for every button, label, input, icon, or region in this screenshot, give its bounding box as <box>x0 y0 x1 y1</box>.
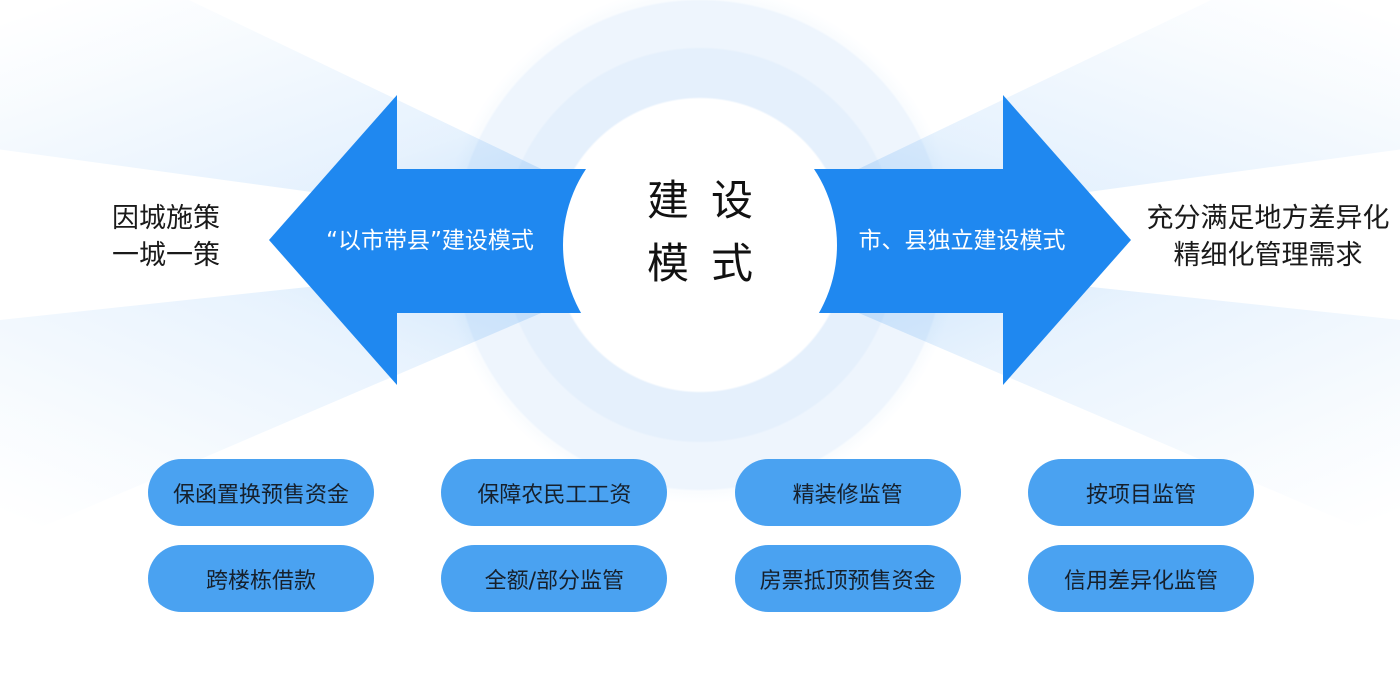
feature-pill-grid: 保函置换预售资金 保障农民工工资 精装修监管 按项目监管 跨楼栋借款 全额/部分… <box>148 459 1254 612</box>
left-arrow-label: “以市带县”建设模式 <box>326 228 534 254</box>
right-arrow-label: 市、县独立建设模式 <box>858 228 1066 254</box>
center-title: 建设 模式 <box>563 169 837 295</box>
left-note-line2: 一城一策 <box>112 240 220 271</box>
feature-pill: 保障农民工工资 <box>441 459 668 526</box>
feature-pill: 全额/部分监管 <box>441 545 668 612</box>
feature-pill: 按项目监管 <box>1027 459 1254 526</box>
left-note-line1: 因城施策 <box>112 203 220 234</box>
right-note-line2: 精细化管理需求 <box>1173 240 1363 271</box>
feature-pill: 保函置换预售资金 <box>148 459 374 526</box>
right-note-line1: 充分满足地方差异化 <box>1146 203 1390 234</box>
feature-pill: 信用差异化监管 <box>1027 545 1254 612</box>
feature-pill: 精装修监管 <box>734 459 961 526</box>
right-note: 充分满足地方差异化 精细化管理需求 <box>1140 200 1396 274</box>
left-note: 因城施策 一城一策 <box>60 200 272 274</box>
center-title-line1: 建设 <box>646 176 775 225</box>
center-circle <box>563 108 837 382</box>
feature-pill: 跨楼栋借款 <box>148 545 374 612</box>
feature-pill: 房票抵顶预售资金 <box>734 545 961 612</box>
center-title-line2: 模式 <box>646 239 775 288</box>
